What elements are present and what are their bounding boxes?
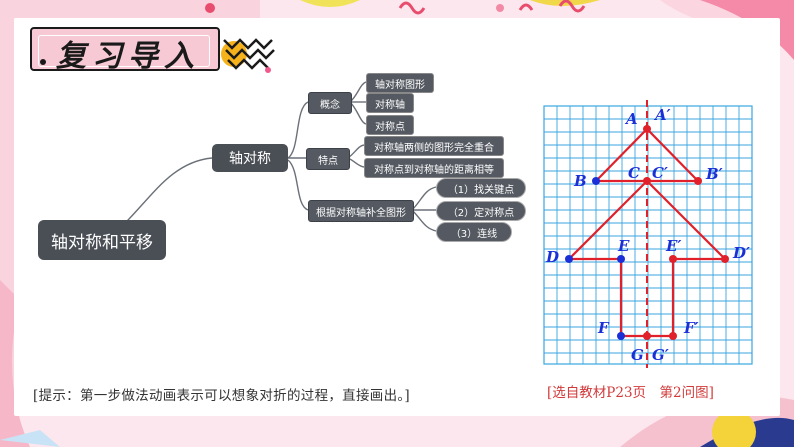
label-G: G	[631, 346, 644, 364]
label-A-prime: A′	[653, 106, 671, 124]
figure-points	[565, 125, 729, 340]
mindmap-leaf: 对称轴两侧的图形完全重合	[364, 136, 504, 156]
label-C-prime: C′	[652, 164, 668, 182]
mindmap-leaf: 对称点	[366, 115, 414, 135]
mindmap-node-concept: 概念	[308, 92, 352, 114]
mindmap-leaf: （3）连线	[436, 222, 512, 242]
label-B: B	[573, 172, 587, 190]
label-F: F	[597, 319, 610, 337]
source-note: [选自教材P23页 第2问图]	[547, 385, 714, 401]
mindmap-leaf: （1）找关键点	[436, 178, 526, 198]
mindmap-branch-axis-symmetry: 轴对称	[212, 144, 288, 172]
title-side-decoration	[221, 38, 275, 73]
page-title: 复习导入	[56, 39, 200, 74]
label-F-prime: F′	[683, 319, 699, 337]
label-E-prime: E′	[665, 237, 681, 255]
mindmap-node-features: 特点	[306, 148, 350, 170]
label-D-prime: D′	[732, 244, 750, 262]
label-E: E	[617, 237, 630, 255]
mindmap-root: 轴对称和平移	[38, 220, 166, 260]
label-B-prime: B′	[705, 165, 723, 183]
label-A: A	[624, 110, 638, 128]
mindmap-leaf: 对称轴	[366, 93, 414, 113]
mindmap-leaf: 轴对称图形	[366, 73, 434, 93]
label-C: C	[628, 164, 640, 182]
title-badge: 复习导入	[30, 27, 220, 74]
mindmap-leaf: 对称点到对称轴的距离相等	[364, 158, 504, 178]
mindmap-leaf: （2）定对称点	[436, 201, 526, 221]
label-D: D	[545, 248, 559, 266]
hint-text: [提示：第一步做法动画表示可以想象对折的过程，直接画出。]	[33, 388, 410, 404]
label-G-prime: G′	[652, 346, 669, 364]
mindmap-node-complete-figure: 根据对称轴补全图形	[308, 200, 414, 222]
